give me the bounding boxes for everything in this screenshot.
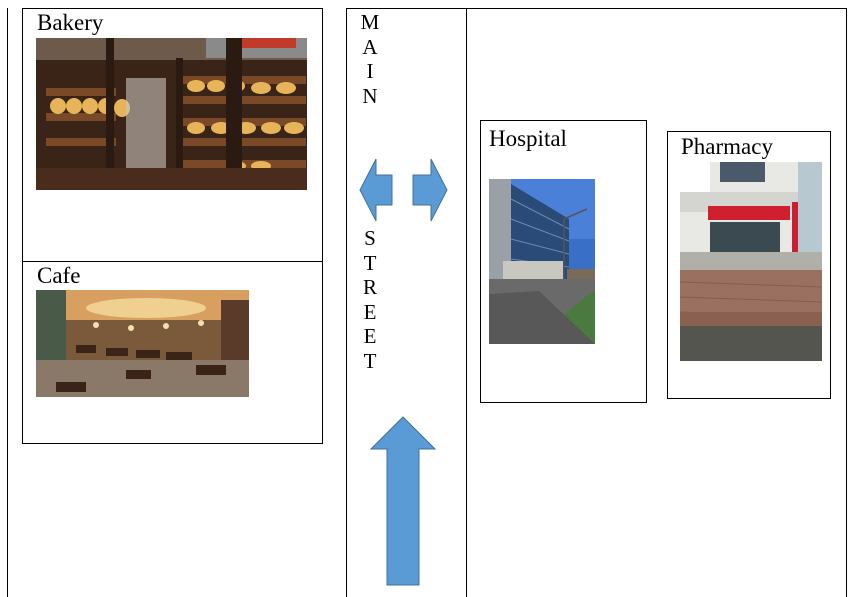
street-letter: T <box>363 348 377 373</box>
street-letter: E <box>363 324 377 348</box>
hospital-photo <box>489 179 595 344</box>
bakery-photo <box>36 38 307 190</box>
left-border <box>7 8 8 597</box>
street-name-top: M A I N <box>355 10 385 108</box>
up-arrow-icon <box>370 416 436 586</box>
hospital-label: Hospital <box>489 126 567 151</box>
pharmacy-photo <box>680 162 822 361</box>
right-arrow-icon <box>412 158 448 222</box>
left-arrow-icon <box>359 158 393 222</box>
street-letter: M <box>360 10 380 34</box>
bakery-label: Bakery <box>37 10 104 35</box>
street-right-border <box>466 8 467 597</box>
cafe-photo <box>36 290 249 397</box>
street-name-bottom: S T R E E T <box>355 226 385 373</box>
street-letter: S <box>364 226 376 250</box>
top-border <box>346 8 846 9</box>
street-letter: T <box>363 250 377 275</box>
street-letter: I <box>366 59 374 83</box>
street-letter: R <box>362 275 377 299</box>
right-border <box>846 8 847 597</box>
pharmacy-label: Pharmacy <box>681 134 773 159</box>
street-left-border <box>346 8 347 597</box>
cafe-label: Cafe <box>37 263 81 288</box>
street-letter: A <box>362 34 378 59</box>
street-letter: N <box>362 83 378 108</box>
street-letter: E <box>363 299 377 324</box>
